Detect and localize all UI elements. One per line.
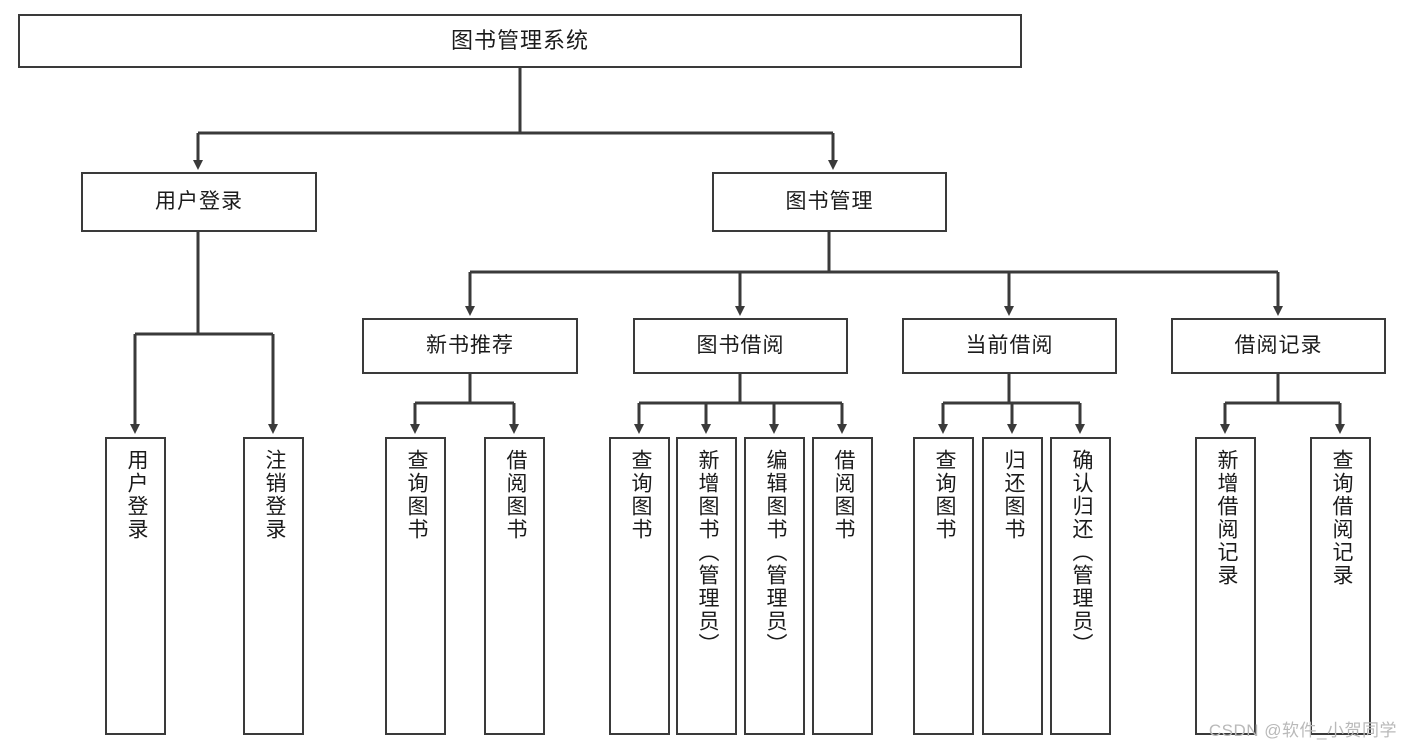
node-leaf-logout[interactable]: 注销登录 bbox=[243, 437, 304, 735]
node-leaf-add-record-label: 新增借阅记录 bbox=[1214, 449, 1238, 587]
node-leaf-borrow-book-1-label: 借阅图书 bbox=[503, 449, 527, 541]
node-leaf-query-record[interactable]: 查询借阅记录 bbox=[1310, 437, 1371, 735]
node-book-management[interactable]: 图书管理 bbox=[712, 172, 947, 232]
node-leaf-query-book-1[interactable]: 查询图书 bbox=[385, 437, 446, 735]
node-borrow-record[interactable]: 借阅记录 bbox=[1171, 318, 1386, 374]
node-current-borrow-label: 当前借阅 bbox=[965, 334, 1054, 358]
node-leaf-add-record[interactable]: 新增借阅记录 bbox=[1195, 437, 1256, 735]
node-new-book-recommend-label: 新书推荐 bbox=[426, 334, 514, 358]
node-book-borrow[interactable]: 图书借阅 bbox=[633, 318, 848, 374]
node-leaf-query-book-2-label: 查询图书 bbox=[628, 449, 652, 541]
node-leaf-logout-label: 注销登录 bbox=[262, 449, 286, 541]
node-leaf-query-book-3[interactable]: 查询图书 bbox=[913, 437, 974, 735]
node-leaf-confirm-return-label: 确认归还（管理员） bbox=[1069, 449, 1093, 656]
node-leaf-query-book-2[interactable]: 查询图书 bbox=[609, 437, 670, 735]
node-new-book-recommend[interactable]: 新书推荐 bbox=[362, 318, 578, 374]
node-leaf-confirm-return[interactable]: 确认归还（管理员） bbox=[1050, 437, 1111, 735]
node-leaf-return-book[interactable]: 归还图书 bbox=[982, 437, 1043, 735]
node-leaf-query-book-3-label: 查询图书 bbox=[932, 449, 956, 541]
node-leaf-borrow-book-2[interactable]: 借阅图书 bbox=[812, 437, 873, 735]
node-leaf-borrow-book-2-label: 借阅图书 bbox=[831, 449, 855, 541]
node-leaf-user-login[interactable]: 用户登录 bbox=[105, 437, 166, 735]
node-leaf-query-record-label: 查询借阅记录 bbox=[1329, 449, 1353, 587]
node-leaf-return-book-label: 归还图书 bbox=[1001, 449, 1025, 541]
node-root[interactable]: 图书管理系统 bbox=[18, 14, 1022, 68]
node-book-management-label: 图书管理 bbox=[785, 190, 874, 214]
node-current-borrow[interactable]: 当前借阅 bbox=[902, 318, 1117, 374]
node-user-login-label: 用户登录 bbox=[155, 190, 243, 214]
node-leaf-add-book[interactable]: 新增图书（管理员） bbox=[676, 437, 737, 735]
node-root-label: 图书管理系统 bbox=[450, 27, 589, 53]
node-leaf-add-book-label: 新增图书（管理员） bbox=[695, 449, 719, 656]
node-book-borrow-label: 图书借阅 bbox=[696, 334, 785, 358]
node-user-login[interactable]: 用户登录 bbox=[81, 172, 317, 232]
node-leaf-query-book-1-label: 查询图书 bbox=[404, 449, 428, 541]
node-leaf-edit-book[interactable]: 编辑图书（管理员） bbox=[744, 437, 805, 735]
node-borrow-record-label: 借阅记录 bbox=[1234, 334, 1323, 358]
node-leaf-borrow-book-1[interactable]: 借阅图书 bbox=[484, 437, 545, 735]
node-leaf-edit-book-label: 编辑图书（管理员） bbox=[763, 449, 787, 656]
watermark-text: CSDN @软件_小贺同学 bbox=[1208, 721, 1397, 740]
node-leaf-user-login-label: 用户登录 bbox=[124, 449, 148, 541]
